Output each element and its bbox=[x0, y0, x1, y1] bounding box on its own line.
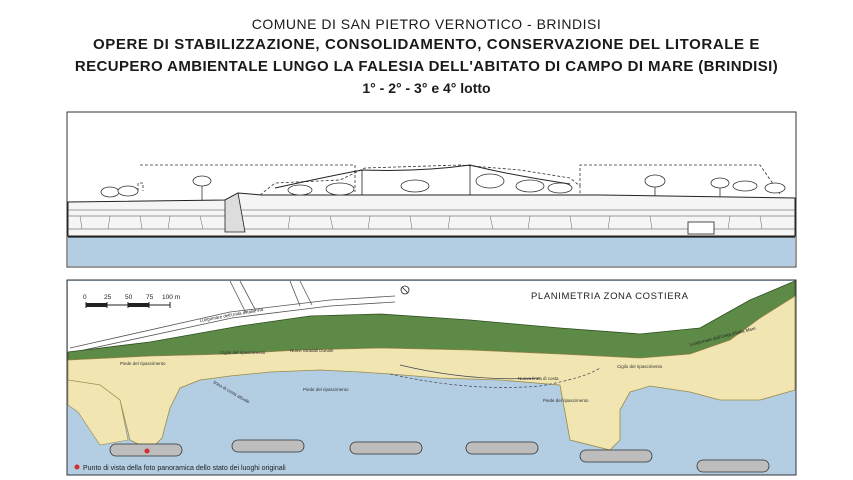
project-title-line1: OPERE DI STABILIZZAZIONE, CONSOLIDAMENTO… bbox=[92, 36, 761, 53]
legend-marker-icon bbox=[74, 464, 80, 470]
north-arrow-icon bbox=[400, 285, 410, 295]
project-title-line2: RECUPERO AMBIENTALE LUNGO LA FALESIA DEL… bbox=[74, 58, 779, 75]
municipality-title: COMUNE DI SAN PIETRO VERNOTICO - BRINDIS… bbox=[251, 16, 602, 32]
viewpoint-marker bbox=[144, 448, 150, 454]
lot-subtitle: 1° - 2° - 3° e 4° lotto bbox=[362, 80, 491, 96]
